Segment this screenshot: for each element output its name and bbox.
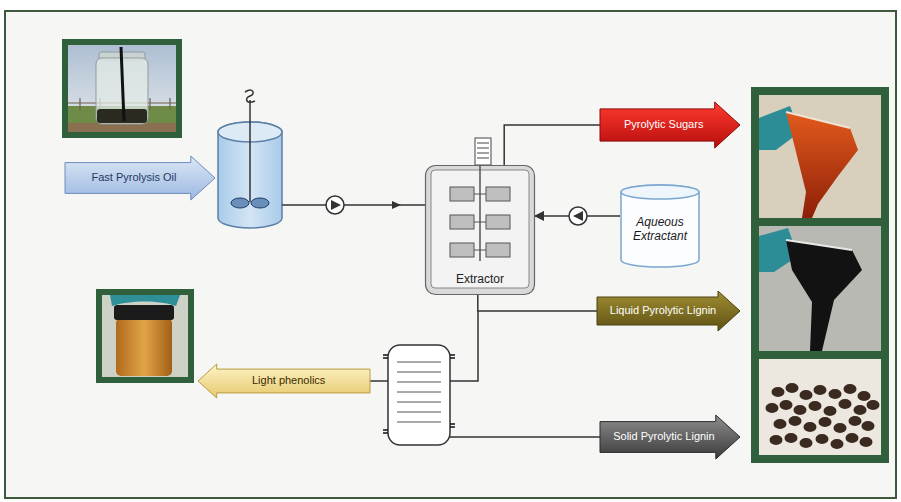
- node-label: Aqueous Extractant: [626, 215, 694, 244]
- mixer-paddle: [450, 215, 474, 229]
- photo-frame: [751, 87, 889, 463]
- outer-frame: [5, 11, 896, 498]
- photo-frame: [62, 39, 182, 138]
- jar-liquid: [116, 318, 172, 376]
- photo-frame: [96, 289, 194, 383]
- arrow-outline: [597, 291, 740, 331]
- beaker-lip: [786, 240, 852, 250]
- arrow-outline: [600, 102, 740, 148]
- motor-symbol: [245, 90, 255, 102]
- jar-oil: [97, 109, 147, 123]
- photo-ground: [102, 295, 188, 377]
- mixing-tank: [218, 90, 282, 228]
- tank-body: [621, 185, 699, 267]
- liquid-lignin-pour: [786, 240, 862, 351]
- mixer-paddle: [486, 215, 510, 229]
- extractor-motor: [475, 138, 491, 165]
- tank-top: [621, 185, 699, 199]
- node-label: Solid Pyrolytic Lignin: [613, 430, 715, 443]
- jar-cap: [114, 305, 174, 320]
- pump-arrow: [331, 200, 341, 210]
- node-label: Light phenolics: [252, 374, 325, 387]
- arrow-outline: [65, 156, 215, 200]
- phenolics-jar-photo: [96, 289, 194, 383]
- stream-arrow: Light phenolics: [198, 364, 370, 398]
- stirring-rod: [121, 47, 124, 121]
- stream-arrow: Pyrolytic Sugars: [600, 102, 740, 148]
- arrow-outline: [198, 364, 370, 398]
- column-trays: [397, 362, 441, 422]
- sugars-photo: [759, 95, 881, 218]
- mixer-paddle: [450, 187, 474, 201]
- pump-symbol: [569, 207, 587, 225]
- stream-arrow: Fast Pyrolysis Oil: [65, 156, 215, 200]
- mixer-paddle: [486, 243, 510, 257]
- paddle-arm: [474, 222, 486, 223]
- product-photos: [751, 87, 889, 463]
- stream-arrow: Liquid Pyrolytic Lignin: [597, 291, 740, 331]
- mixer-paddle: [450, 243, 474, 257]
- oil-jar-photo: [62, 39, 182, 138]
- photo-sky: [68, 45, 176, 132]
- storage-tank: Aqueous Extractant: [620, 184, 700, 268]
- glove: [110, 295, 180, 306]
- node-label: Extractor: [456, 272, 504, 286]
- paddle-arm: [474, 194, 486, 195]
- node-label: Pyrolytic Sugars: [624, 118, 703, 131]
- node-label: Liquid Pyrolytic Lignin: [610, 304, 716, 317]
- pipe-connector: [478, 295, 597, 311]
- beaker-lip: [786, 112, 850, 128]
- lignin-pellets: [766, 383, 880, 449]
- sugars-pour: [786, 112, 858, 218]
- pipe: [450, 436, 600, 438]
- pipe: [450, 311, 478, 381]
- extractor-vessel: Extractor: [425, 165, 535, 295]
- stream-arrow: Solid Pyrolytic Lignin: [600, 415, 740, 459]
- arrow-outline: [600, 415, 740, 459]
- column-flanges: [383, 355, 455, 433]
- solid-lignin-photo: [759, 359, 881, 455]
- liquid-lignin-photo: [759, 226, 881, 351]
- pipe: [282, 204, 425, 206]
- distillation-unit: [370, 311, 600, 445]
- impeller-blade: [251, 198, 269, 208]
- motor-stripes: [477, 143, 489, 158]
- motor-box: [475, 138, 491, 165]
- pipe: [370, 380, 388, 382]
- node-label: Fast Pyrolysis Oil: [91, 171, 176, 184]
- flow-arrowhead: [392, 201, 401, 209]
- photo-grass: [68, 106, 176, 132]
- impeller-blade: [231, 198, 249, 208]
- feed-line: [282, 196, 425, 214]
- pump-symbol: [326, 196, 344, 214]
- agitator-shaft: [249, 100, 251, 202]
- paddle-arm: [474, 250, 486, 251]
- mixer-paddle: [486, 187, 510, 201]
- pipe-connector: [504, 125, 600, 165]
- mixer-shaft: [479, 165, 481, 261]
- extractant-pump: [569, 207, 587, 225]
- vessel-jacket: [426, 166, 535, 295]
- distillation-column: [388, 345, 450, 445]
- pump-arrow: [573, 211, 583, 221]
